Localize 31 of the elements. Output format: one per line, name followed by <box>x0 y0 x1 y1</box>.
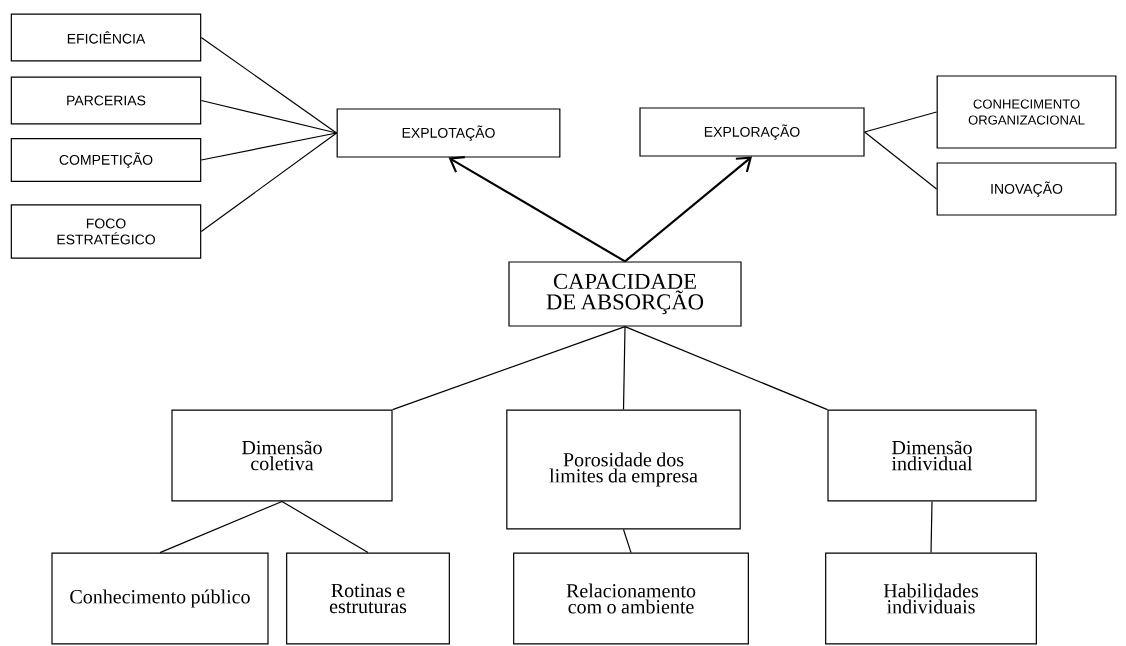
connector-line <box>159 500 283 554</box>
text-box: INOVAÇÃO <box>936 162 1117 216</box>
connector-line <box>624 326 828 411</box>
text-box: FOCO ESTRATÉGICO <box>10 204 202 259</box>
connector-line <box>200 36 338 134</box>
text-box: COMPETIÇÃO <box>10 138 202 182</box>
text-box: Rotinas e estruturas <box>286 552 450 645</box>
text-box: PARCERIAS <box>10 76 202 125</box>
text-box: Relacionamento com o ambiente <box>513 552 749 645</box>
connector-line <box>864 111 938 133</box>
text-box: Dimensão coletiva <box>171 409 393 502</box>
connector-line <box>622 528 632 554</box>
text-box: Habilidades individuais <box>825 552 1037 645</box>
text-box: EXPLOTAÇÃO <box>336 108 561 158</box>
connector-line <box>200 132 338 161</box>
text-box: Conhecimento público <box>51 552 269 645</box>
text-box: EXPLORAÇÃO <box>639 107 865 157</box>
arrow <box>624 156 752 263</box>
arrow <box>448 156 626 263</box>
connector-line <box>622 326 626 411</box>
connector-line <box>200 99 338 134</box>
connector-line <box>200 132 338 233</box>
connector-line <box>392 326 626 411</box>
text-box: CAPACIDADE DE ABSORÇÃO <box>508 261 742 327</box>
text-box: Porosidade dos limites da empresa <box>506 409 741 530</box>
text-box: CONHECIMENTO ORGANIZACIONAL <box>936 75 1117 149</box>
text-box: EFICIÊNCIA <box>10 13 202 62</box>
connector-line <box>930 500 933 554</box>
connector-line <box>864 131 938 190</box>
text-box: Dimensão individual <box>827 409 1037 502</box>
connector-line <box>281 500 369 554</box>
